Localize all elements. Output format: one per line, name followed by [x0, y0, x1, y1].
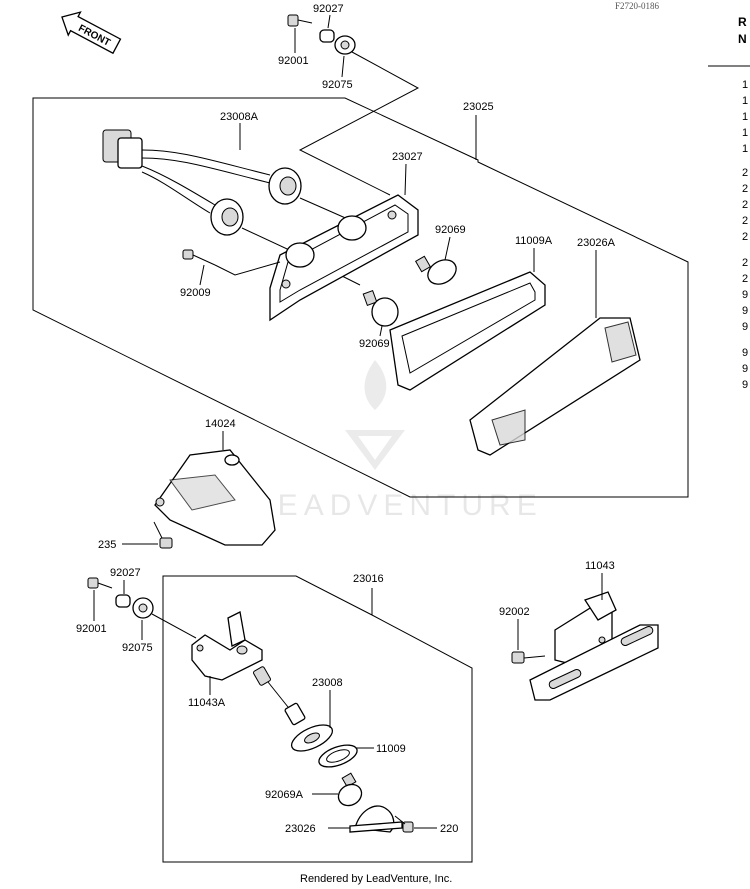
leader-92027-top [327, 14, 331, 29]
table-row-ref: 9 [742, 289, 748, 301]
table-header-ref: R [738, 15, 747, 29]
leader-92009 [199, 264, 205, 286]
table-row-ref: 2 [742, 273, 748, 285]
label-11009A: 11009A [515, 235, 553, 247]
bolt-92001-top [287, 14, 313, 27]
label-11009: 11009 [376, 743, 406, 755]
footer-credit: Rendered by LeadVenture, Inc. [300, 873, 452, 885]
lens-frame-11009A [389, 271, 546, 391]
label-23027: 23027 [392, 151, 423, 163]
table-row-ref: 9 [742, 321, 748, 333]
label-235: 235 [98, 539, 116, 551]
table-row-ref: 2 [742, 257, 748, 269]
bracket-11043A [191, 611, 263, 681]
table-row-ref: 9 [742, 363, 748, 375]
label-23026A: 23026A [577, 237, 616, 249]
leader-92069-lower [379, 325, 383, 337]
collar-92027-top [319, 29, 335, 43]
table-row-ref: 1 [742, 95, 748, 107]
tail-lens-23026A [469, 317, 641, 456]
leader-92069-upper [444, 236, 451, 261]
table-rows: 1 1 1 1 1 2 2 2 2 2 2 2 9 9 9 9 9 9 [742, 79, 748, 391]
wiring-harness-23008A [102, 129, 302, 236]
label-92001-top: 92001 [278, 55, 309, 67]
table-row-ref: 2 [742, 215, 748, 227]
label-92069-lower: 92069 [359, 338, 390, 350]
routing-line-top [298, 51, 420, 196]
watermark-logo: LEADVENTURE [255, 360, 543, 522]
table-row-ref: 9 [742, 379, 748, 391]
label-11043: 11043 [585, 560, 615, 572]
bolt-92002 [511, 651, 546, 664]
label-92069-upper: 92069 [435, 224, 466, 236]
table-header-no: N [738, 32, 747, 46]
leader-92075-top [341, 55, 345, 78]
label-23016: 23016 [353, 573, 384, 585]
table-row-ref: 2 [742, 167, 748, 179]
watermark-text: LEADVENTURE [255, 489, 543, 522]
label-92027-top: 92027 [313, 3, 344, 15]
screw-235 [153, 521, 173, 549]
license-lamp-housing-14024 [154, 449, 276, 546]
reference-code: F2720-0186 [615, 1, 660, 11]
routing-screw [214, 261, 281, 276]
table-row-ref: 2 [742, 231, 748, 243]
leader-23027 [404, 163, 407, 196]
table-row-ref: 9 [742, 347, 748, 359]
label-92075-bottom: 92075 [122, 642, 153, 654]
label-23008A: 23008A [220, 111, 259, 123]
label-92001-bottom: 92001 [76, 623, 107, 635]
collar-92027-bottom [115, 594, 131, 608]
table-row-ref: 9 [742, 305, 748, 317]
grommet-92075-bottom [132, 597, 154, 619]
label-23008: 23008 [312, 677, 343, 689]
table-row-ref: 2 [742, 183, 748, 195]
lens-23026 [349, 805, 403, 833]
table-row-ref: 1 [742, 127, 748, 139]
label-92009: 92009 [180, 287, 211, 299]
grommet-92075-top [334, 35, 356, 55]
assembly-23025-outline [32, 97, 689, 498]
table-row-ref: 2 [742, 199, 748, 211]
screw-220 [394, 815, 414, 833]
label-11043A: 11043A [188, 697, 226, 709]
bulb-92069A [337, 772, 363, 807]
label-220: 220 [440, 823, 458, 835]
front-arrow-icon: FRONT [61, 11, 122, 55]
bulb-92069-upper [414, 255, 457, 285]
routing-bottom-hardware [151, 613, 197, 639]
bulb-92069-lower [362, 290, 399, 327]
table-row-ref: 1 [742, 143, 748, 155]
parts-table: R N 1 1 1 1 1 2 2 2 2 2 2 2 9 9 9 9 9 9 [708, 15, 750, 391]
table-row-ref: 1 [742, 111, 748, 123]
table-row-ref: 1 [742, 79, 748, 91]
lamp-housing-23027 [269, 194, 419, 322]
label-23025: 23025 [463, 101, 494, 113]
socket-23008 [253, 666, 334, 752]
label-92069A: 92069A [265, 789, 304, 801]
bolt-92001-bottom [87, 577, 113, 589]
label-23026: 23026 [285, 823, 316, 835]
gasket-11009 [318, 744, 358, 768]
bracket-11043 [529, 591, 659, 701]
assembly-23016-outline [162, 575, 473, 863]
label-92027-bottom: 92027 [110, 567, 141, 579]
routing-harness-a [299, 197, 351, 221]
label-92075-top: 92075 [322, 79, 353, 91]
label-92002: 92002 [499, 606, 530, 618]
label-14024: 14024 [205, 418, 236, 430]
screw-92009 [182, 249, 216, 266]
